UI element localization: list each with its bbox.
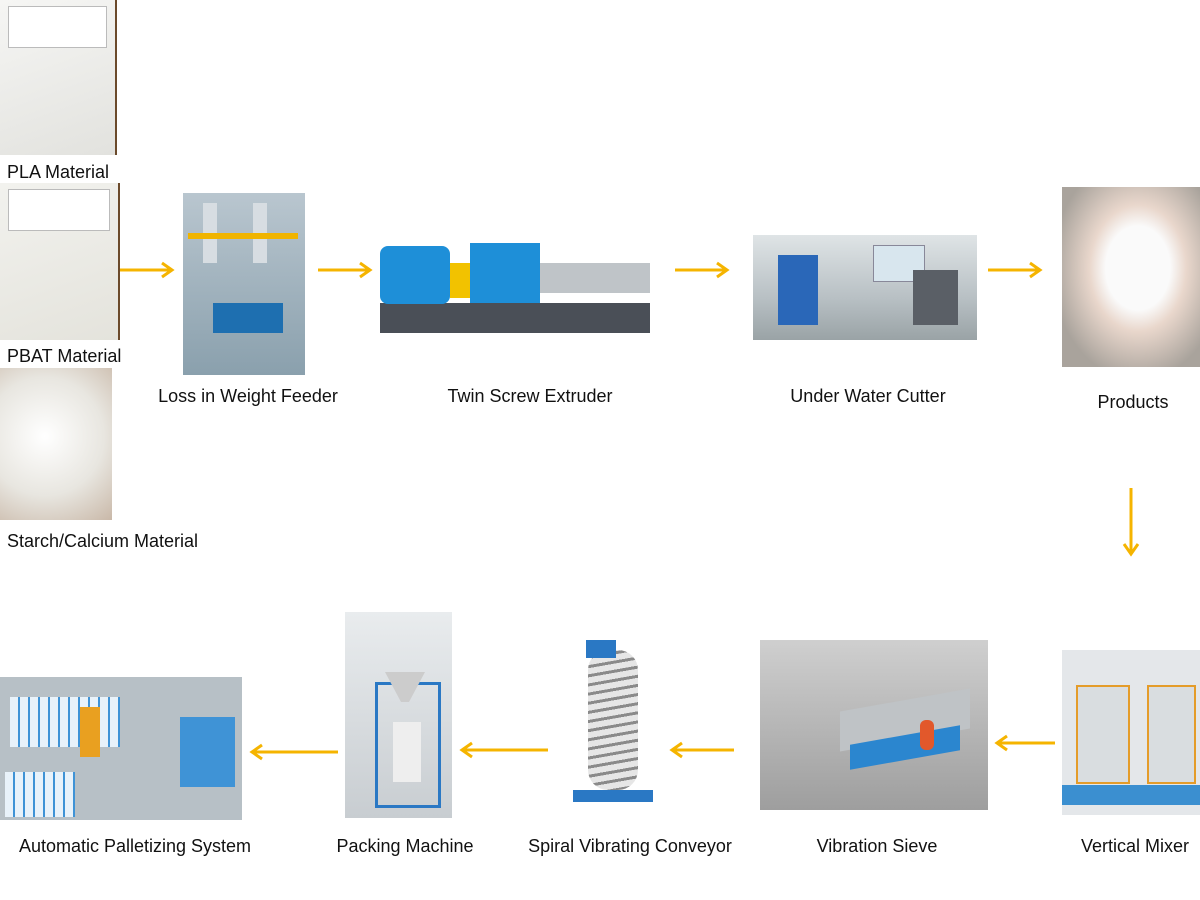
vertical-mixer-image xyxy=(1062,650,1200,815)
under-water-cutter-image xyxy=(753,235,977,340)
loss-in-weight-feeder-label: Loss in Weight Feeder xyxy=(158,386,338,406)
twin-screw-extruder-label: Twin Screw Extruder xyxy=(447,386,613,406)
starch-material-image xyxy=(0,368,112,520)
flow-arrow-left-icon xyxy=(249,743,338,761)
flow-arrow-left-icon xyxy=(669,741,734,759)
products-label: Products xyxy=(1097,392,1169,412)
vibration-sieve-label: Vibration Sieve xyxy=(816,836,938,856)
flow-arrow-right-icon xyxy=(120,261,175,279)
automatic-palletizing-system-label: Automatic Palletizing System xyxy=(18,836,252,856)
pla-material-image xyxy=(0,0,117,155)
pbat-material-label: PBAT Material xyxy=(7,346,122,366)
vibration-sieve-image xyxy=(760,640,988,810)
pla-material-label: PLA Material xyxy=(7,162,110,182)
flow-arrow-right-icon xyxy=(988,261,1043,279)
vertical-mixer-label: Vertical Mixer xyxy=(1080,836,1190,856)
automatic-palletizing-system-image xyxy=(0,677,242,820)
packing-machine-image xyxy=(345,612,452,818)
spiral-vibrating-conveyor-image xyxy=(558,635,663,810)
loss-in-weight-feeder-image xyxy=(183,193,305,375)
flow-arrow-left-icon xyxy=(459,741,548,759)
products-image xyxy=(1062,187,1200,367)
flow-arrow-right-icon xyxy=(318,261,373,279)
flow-arrow-down-icon xyxy=(1122,488,1140,557)
under-water-cutter-label: Under Water Cutter xyxy=(790,386,946,406)
flow-arrow-right-icon xyxy=(675,261,730,279)
pbat-material-image xyxy=(0,183,120,340)
flow-arrow-left-icon xyxy=(994,734,1055,752)
spiral-vibrating-conveyor-label: Spiral Vibrating Conveyor xyxy=(528,836,732,856)
starch-material-label: Starch/Calcium Material xyxy=(7,531,199,551)
twin-screw-extruder-image xyxy=(375,238,655,335)
packing-machine-label: Packing Machine xyxy=(336,836,474,856)
